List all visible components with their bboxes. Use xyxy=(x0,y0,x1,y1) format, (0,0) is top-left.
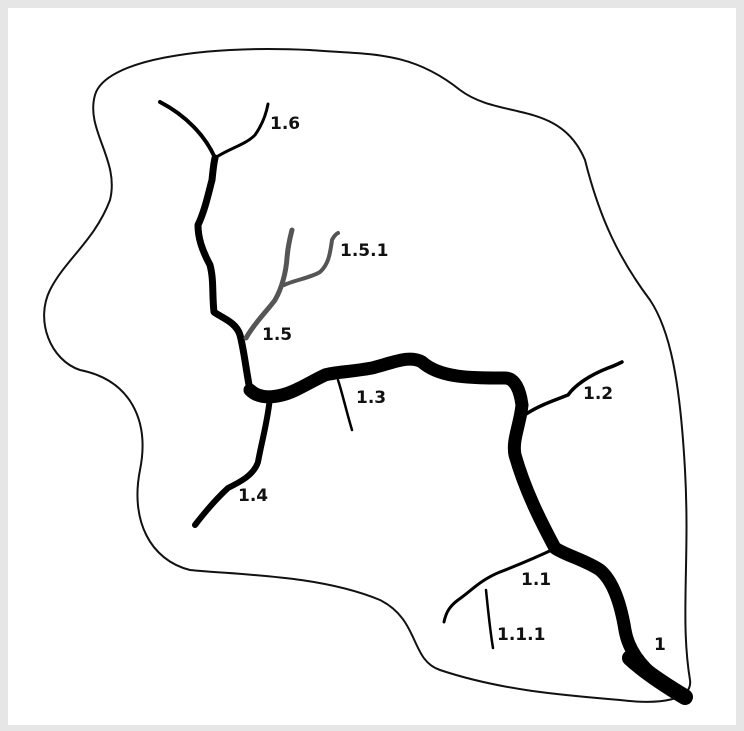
label-main-stream: 1 xyxy=(654,635,666,655)
stream-1-1-1 xyxy=(484,588,495,650)
stream-1-5-1 xyxy=(282,231,340,287)
stream-1-6-left-branch xyxy=(158,100,217,160)
label-1-4: 1.4 xyxy=(238,486,268,506)
label-1-5-1: 1.5.1 xyxy=(340,241,388,261)
label-1-6: 1.6 xyxy=(270,114,300,134)
stream-1-4 xyxy=(192,394,273,528)
stream-1-1 xyxy=(442,546,558,624)
label-1-3: 1.3 xyxy=(356,388,386,408)
label-1-1: 1.1 xyxy=(521,570,551,590)
main-stream xyxy=(243,352,692,704)
main-stream-tail xyxy=(622,650,693,705)
label-1-2: 1.2 xyxy=(583,384,613,404)
label-1-1-1: 1.1.1 xyxy=(497,625,545,645)
stream-1-2 xyxy=(524,360,624,416)
stream-1-3 xyxy=(336,378,354,432)
stream-1-6-right-branch xyxy=(213,102,270,160)
label-1-5: 1.5 xyxy=(262,325,292,345)
stream-1-6-trunk xyxy=(194,154,254,394)
stream-1-5 xyxy=(243,227,295,341)
watershed-boundary xyxy=(43,48,692,703)
